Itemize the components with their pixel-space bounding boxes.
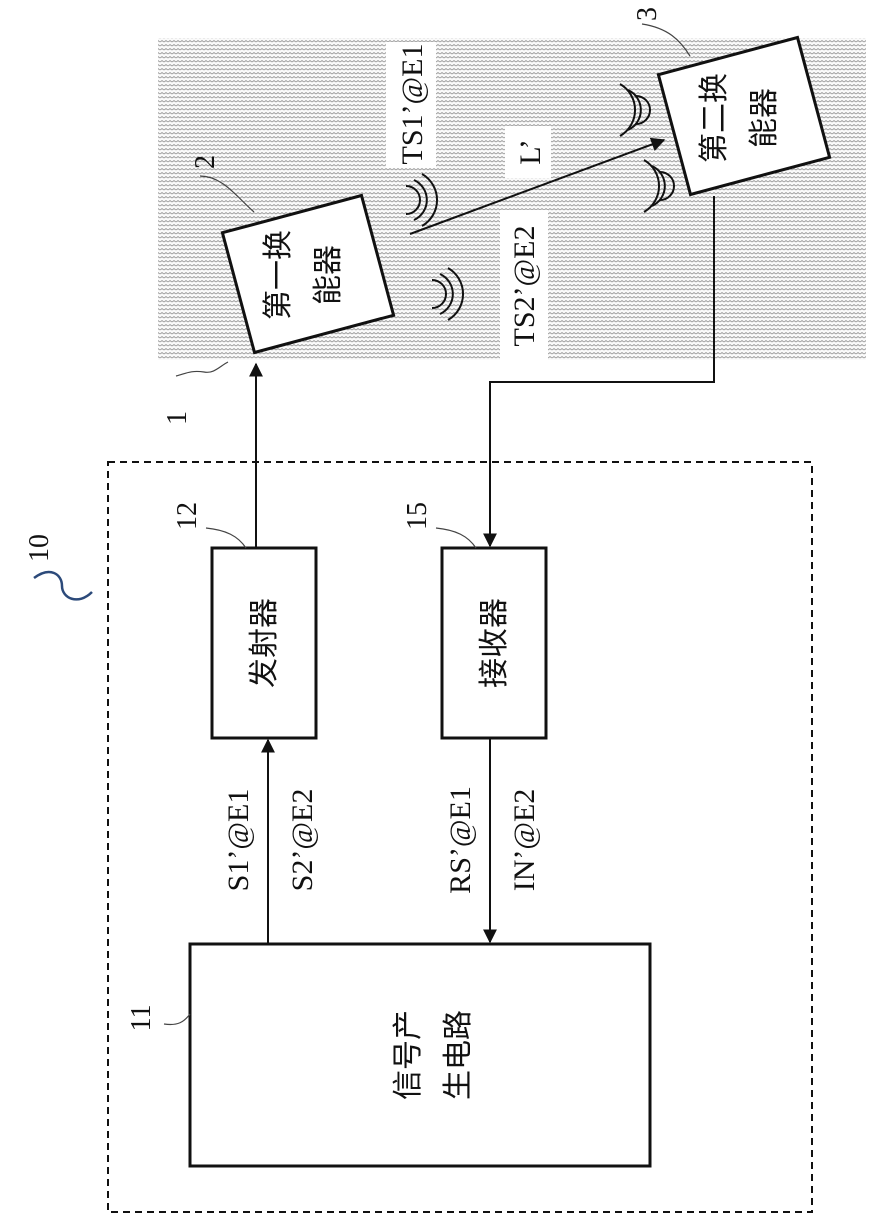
receiver-label: 接收器 <box>477 598 512 688</box>
signal-generator-line2: 生电路 <box>441 1010 476 1100</box>
s1-label: S1’@E1 <box>222 789 255 892</box>
s2-label: S2’@E2 <box>286 789 319 892</box>
receiver-ref: 15 <box>402 502 433 530</box>
transmitter-label: 发射器 <box>247 598 282 688</box>
transmitter-ref: 12 <box>172 502 203 530</box>
system-squiggle <box>34 572 92 599</box>
medium-leader <box>176 362 228 376</box>
ts2-label: TS2’@E2 <box>508 226 541 347</box>
in-label: IN’@E2 <box>508 789 541 892</box>
signal-generator-leader <box>164 1014 190 1025</box>
transmitter-leader <box>206 528 246 548</box>
path-label: L’ <box>514 139 547 165</box>
second-transducer-line2: 能器 <box>747 88 782 148</box>
second-transducer-ref: 3 <box>632 7 663 21</box>
second-transducer-line1: 第二换 <box>697 73 732 163</box>
medium-label: 1 <box>162 411 193 425</box>
rs-label: RS’@E1 <box>444 786 477 894</box>
signal-generator-ref: 11 <box>126 1005 157 1032</box>
first-transducer-ref: 2 <box>190 155 221 169</box>
system-label: 10 <box>24 534 55 562</box>
ts1-label: TS1’@E1 <box>396 44 429 165</box>
receiver-leader <box>436 528 476 548</box>
first-transducer-line1: 第一换 <box>261 230 296 320</box>
first-transducer-line2: 能器 <box>311 245 346 305</box>
signal-generator-line1: 信号产 <box>391 1010 426 1100</box>
